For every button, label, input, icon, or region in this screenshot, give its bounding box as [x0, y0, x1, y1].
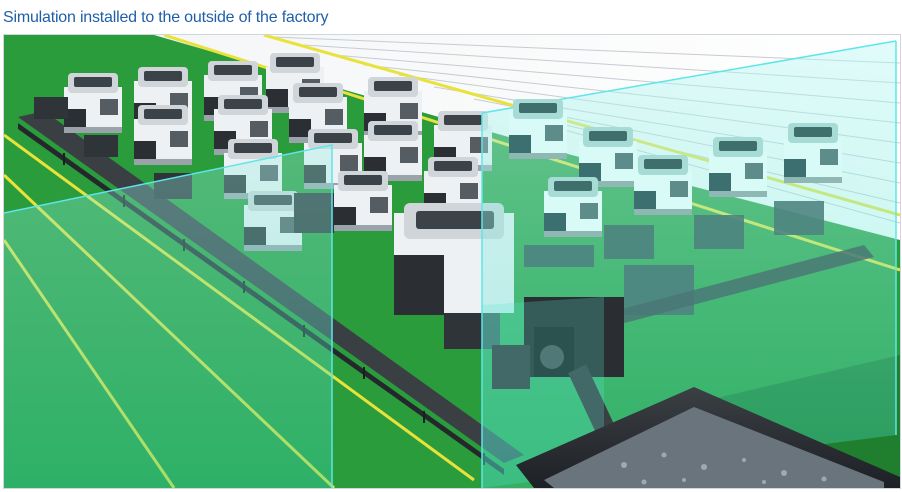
factory-scene [4, 35, 900, 488]
chip-conveyor [492, 297, 624, 446]
scrap-bin [516, 387, 900, 488]
page-title: Simulation installed to the outside of t… [3, 9, 329, 26]
glass-panel-left [4, 145, 332, 488]
simulation-render [3, 34, 901, 489]
